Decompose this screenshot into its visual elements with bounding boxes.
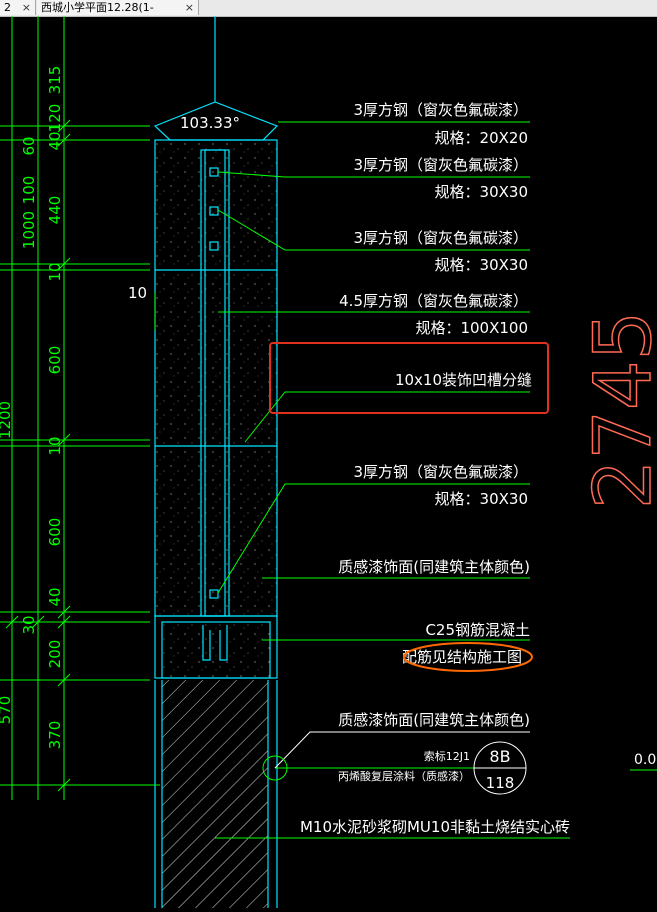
big-dimension-text: 2745 bbox=[579, 311, 657, 510]
annotation-text: 质感漆饰面(同建筑主体颜色) bbox=[338, 711, 530, 729]
tab-label: 2 bbox=[4, 1, 11, 14]
annotation-text: M10水泥砂浆砌MU10非黏土烧结实心砖 bbox=[300, 818, 570, 836]
brick-hatch bbox=[162, 680, 268, 908]
detail-number: 8B bbox=[489, 747, 510, 766]
annotation-text: C25钢筋混凝土 bbox=[425, 621, 530, 639]
annotation-text: 质感漆饰面(同建筑主体颜色) bbox=[338, 558, 530, 576]
dim-text: 600 bbox=[46, 518, 64, 547]
dim-text: 30 bbox=[20, 615, 38, 634]
annotation-text: 规格：20X20 bbox=[435, 129, 528, 147]
foundation-lines bbox=[154, 680, 278, 908]
dim-text: 1000 bbox=[20, 211, 38, 249]
cad-drawing: 315 120 40 440 10 600 10 600 40 30 200 3… bbox=[0, 16, 657, 908]
annotation-text: 丙烯酸复层涂料（质感漆） bbox=[338, 769, 470, 783]
dim-text: 370 bbox=[46, 721, 64, 750]
tab-drawing-1[interactable]: 2 × bbox=[0, 0, 36, 15]
annotation-text: 规格：30X30 bbox=[435, 490, 528, 508]
column-body bbox=[153, 16, 279, 679]
dim-text: 60 bbox=[20, 136, 38, 155]
annotation-text: 3厚方钢（窗灰色氟碳漆） bbox=[353, 101, 528, 119]
dimension-texts: 315 120 40 440 10 600 10 600 40 30 200 3… bbox=[0, 66, 64, 750]
dim-text: 120 bbox=[46, 104, 64, 133]
close-icon[interactable]: × bbox=[184, 1, 194, 14]
dim-text: 10 bbox=[46, 262, 64, 281]
dim-text: 600 bbox=[46, 346, 64, 375]
dim-text: 570 bbox=[0, 696, 14, 725]
close-icon[interactable]: × bbox=[21, 1, 31, 14]
dim-text: 100 bbox=[20, 176, 38, 205]
angle-label: 103.33° bbox=[180, 114, 240, 132]
dim-text: 315 bbox=[46, 66, 64, 95]
tab-drawing-2[interactable]: 西城小学平面12.28(1- × bbox=[37, 0, 199, 15]
detail-ref-texts: 索标12J1 丙烯酸复层涂料（质感漆） bbox=[338, 749, 470, 783]
detail-index-symbol: 8B 118 bbox=[473, 741, 527, 795]
highlight-box bbox=[269, 342, 549, 414]
tab-bar: 2 × 西城小学平面12.28(1- × bbox=[0, 0, 657, 17]
detail-page: 118 bbox=[486, 774, 515, 792]
annotation-text: 配筋见结构施工图 bbox=[402, 648, 522, 666]
annotation-text: 规格：30X30 bbox=[435, 256, 528, 274]
annotation-text: 4.5厚方钢（窗灰色氟碳漆） bbox=[339, 292, 528, 310]
right-dim-text: 0.0 bbox=[634, 752, 656, 768]
cad-canvas[interactable]: 315 120 40 440 10 600 10 600 40 30 200 3… bbox=[0, 16, 657, 908]
dim-text: 40 bbox=[46, 131, 64, 150]
dim-text: 10 bbox=[46, 436, 64, 455]
dim-text: 440 bbox=[46, 196, 64, 225]
dim-text: 1200 bbox=[0, 401, 14, 439]
tab-label: 西城小学平面12.28(1- bbox=[41, 1, 154, 14]
highlight-ellipse bbox=[403, 642, 533, 672]
detail-ref-circle bbox=[262, 755, 288, 781]
annotation-text: 10x10装饰凹槽分缝 bbox=[395, 371, 532, 389]
dim-text: 200 bbox=[46, 640, 64, 669]
annotation-text: 3厚方钢（窗灰色氟碳漆） bbox=[353, 156, 528, 174]
annotation-text: 索标12J1 bbox=[424, 749, 470, 763]
annotation-text: 规格：100X100 bbox=[415, 319, 528, 337]
annotation-text: 规格：30X30 bbox=[435, 183, 528, 201]
leader-line-white bbox=[274, 731, 530, 769]
leader-lines bbox=[0, 121, 657, 839]
dimension-lines-left bbox=[0, 16, 150, 800]
small-dim-label: 10 bbox=[128, 284, 147, 302]
annotation-text: 3厚方钢（窗灰色氟碳漆） bbox=[353, 229, 528, 247]
annotation-text: 3厚方钢（窗灰色氟碳漆） bbox=[353, 463, 528, 481]
dim-text: 40 bbox=[46, 587, 64, 606]
annotation-texts: 3厚方钢（窗灰色氟碳漆） 规格：20X20 3厚方钢（窗灰色氟碳漆） 规格：30… bbox=[300, 101, 570, 836]
